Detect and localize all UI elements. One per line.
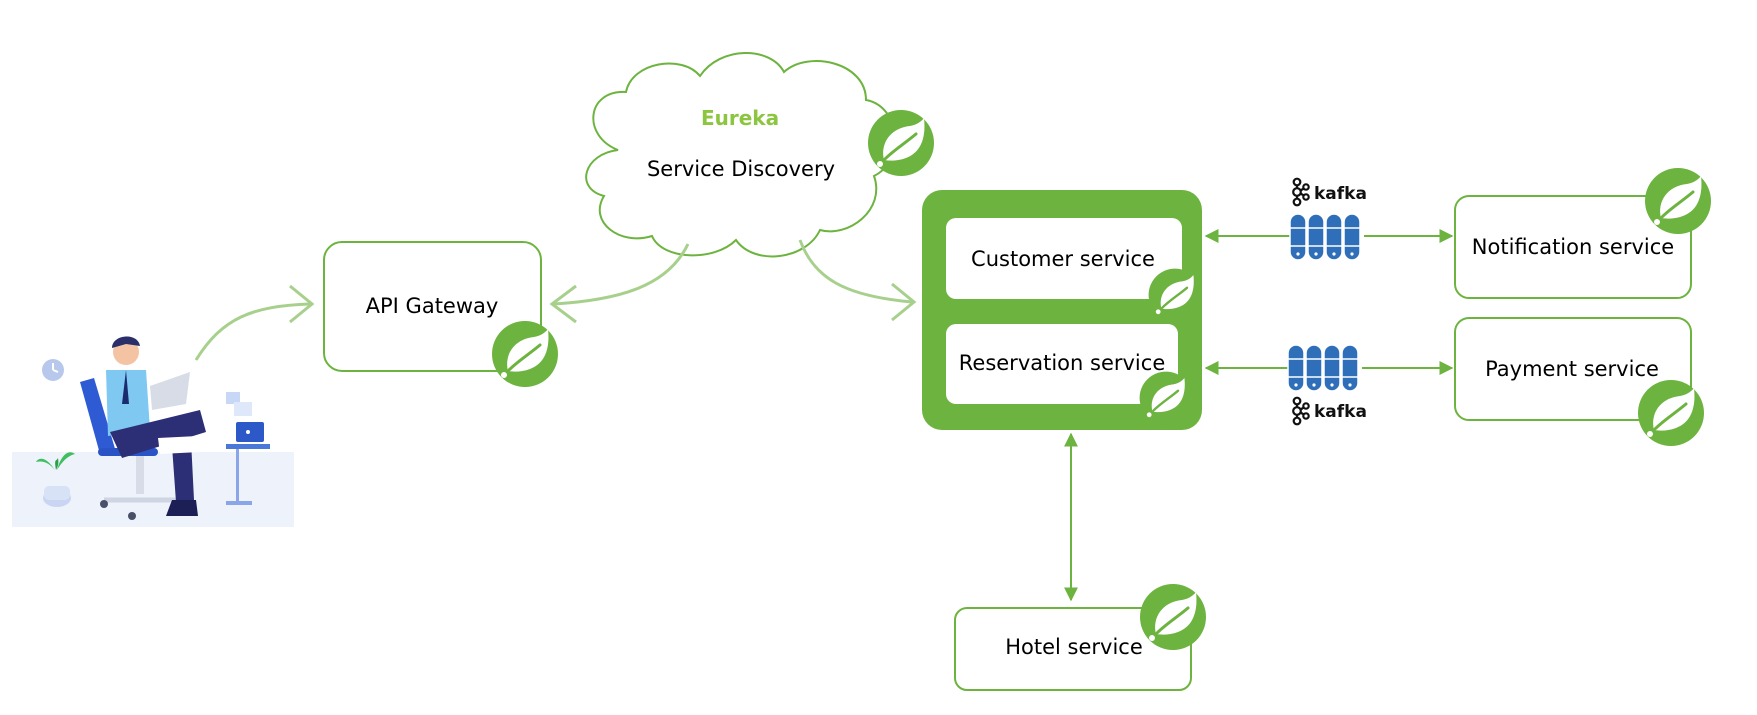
plant-icon — [36, 452, 75, 507]
api-gateway-box: API Gateway — [323, 241, 560, 389]
customer-service-box: Customer service — [946, 218, 1203, 323]
kafka-icon — [1292, 177, 1310, 207]
database-cylinder-icon — [1289, 213, 1361, 261]
person-icon — [106, 336, 206, 516]
reservation-service-label: Reservation service — [959, 351, 1165, 375]
database-cylinder-icon — [1287, 344, 1359, 392]
reservation-service-box: Reservation service — [946, 324, 1194, 426]
notification-service-box: Notification service — [1454, 166, 1713, 299]
core-services-container: Customer service Reservation service — [922, 190, 1203, 430]
service-discovery-label: Service Discovery — [647, 157, 835, 181]
eureka-label: Eureka — [701, 106, 779, 130]
notification-service-label: Notification service — [1472, 235, 1674, 259]
kafka-icon — [1292, 396, 1310, 426]
spring-leaf-icon — [866, 108, 936, 178]
customer-service-label: Customer service — [971, 247, 1155, 271]
api-gateway-label: API Gateway — [366, 294, 499, 318]
spring-leaf-icon — [1643, 166, 1713, 236]
side-table-icon — [226, 392, 270, 505]
connector-user-to-gateway — [194, 284, 315, 361]
spring-leaf-icon — [1138, 370, 1194, 426]
service-discovery-cloud: Eureka Service Discovery — [585, 52, 936, 258]
kafka-label-bottom: kafka — [1314, 402, 1367, 422]
spring-leaf-icon — [490, 319, 560, 389]
spring-leaf-icon — [1636, 378, 1706, 448]
hotel-service-label: Hotel service — [1005, 635, 1143, 659]
connector-discovery-to-gateway — [549, 243, 690, 324]
hotel-service-box: Hotel service — [954, 582, 1208, 691]
spring-leaf-icon — [1138, 582, 1208, 652]
kafka-broker-bottom: kafka — [1287, 344, 1367, 426]
payment-service-box: Payment service — [1454, 317, 1706, 448]
payment-service-label: Payment service — [1485, 357, 1659, 381]
connector-discovery-to-services — [798, 239, 917, 322]
kafka-broker-top: kafka — [1289, 177, 1367, 261]
spring-leaf-icon — [1147, 267, 1203, 323]
kafka-label-top: kafka — [1314, 184, 1367, 204]
user-illustration — [12, 336, 294, 527]
